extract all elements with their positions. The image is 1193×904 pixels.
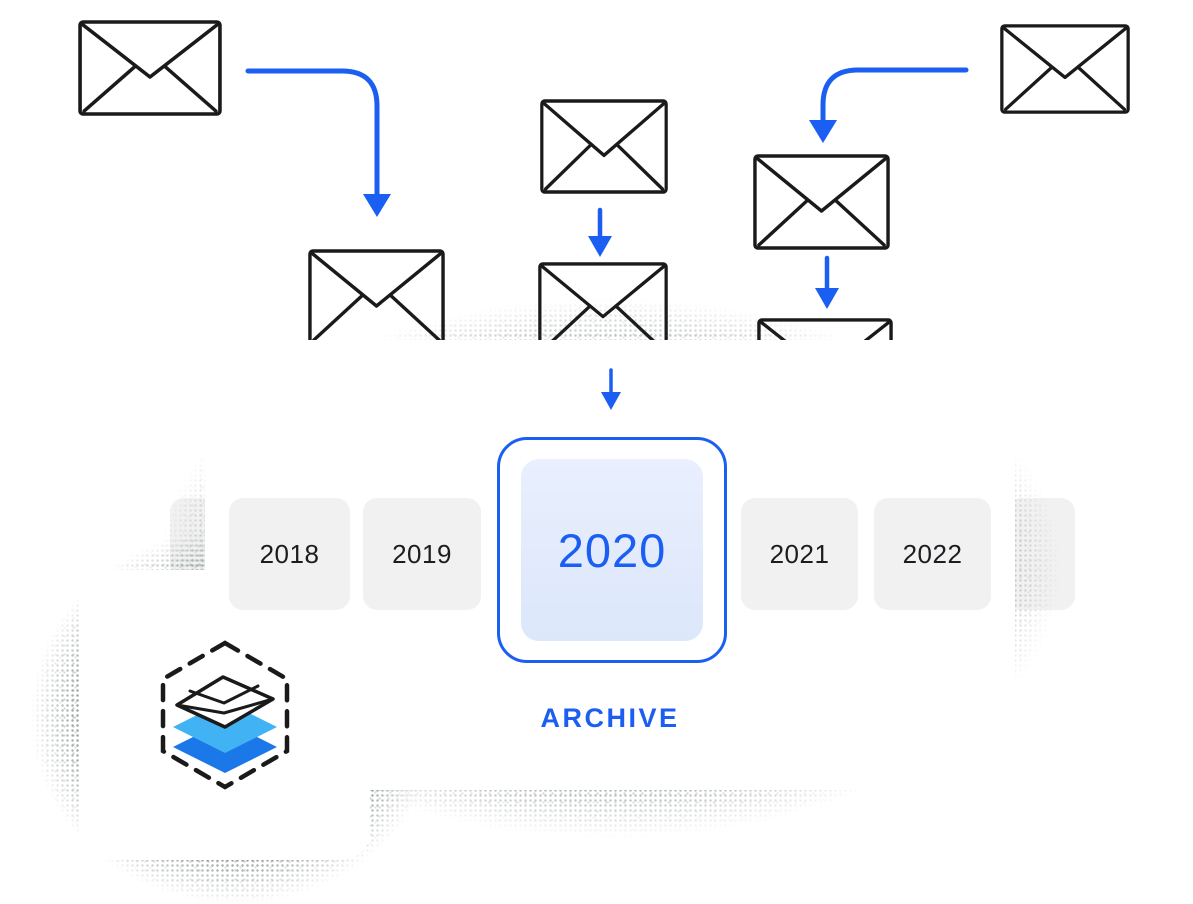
arrow-down-icon [588, 207, 612, 257]
year-label: 2021 [769, 538, 830, 569]
curved-arrow-icon [245, 68, 391, 217]
archive-app-logo [160, 640, 290, 790]
year-badge-2019: 2019 [363, 498, 481, 610]
envelope-icon [78, 20, 222, 116]
year-label: 2019 [392, 538, 452, 569]
year-label: 2020 [557, 523, 667, 577]
envelope-icon [540, 99, 668, 194]
year-badge-2021: 2021 [741, 498, 858, 610]
year-badge-partial-right [1007, 498, 1075, 610]
year-badge-2020-selected: 2020 [497, 437, 727, 663]
year-label: 2018 [259, 538, 320, 569]
year-label: 2022 [902, 538, 963, 569]
archive-label: ARCHIVE [540, 703, 680, 733]
selected-year-tile: 2020 [521, 459, 703, 641]
year-badge-2018: 2018 [229, 498, 350, 610]
envelope-icon [1000, 24, 1130, 114]
envelope-icon [308, 249, 445, 345]
envelope-icon [753, 154, 890, 250]
logo-card [80, 570, 370, 860]
year-badge-2022: 2022 [874, 498, 991, 610]
curved-arrow-icon [809, 67, 969, 143]
arrow-down-icon [815, 255, 839, 309]
